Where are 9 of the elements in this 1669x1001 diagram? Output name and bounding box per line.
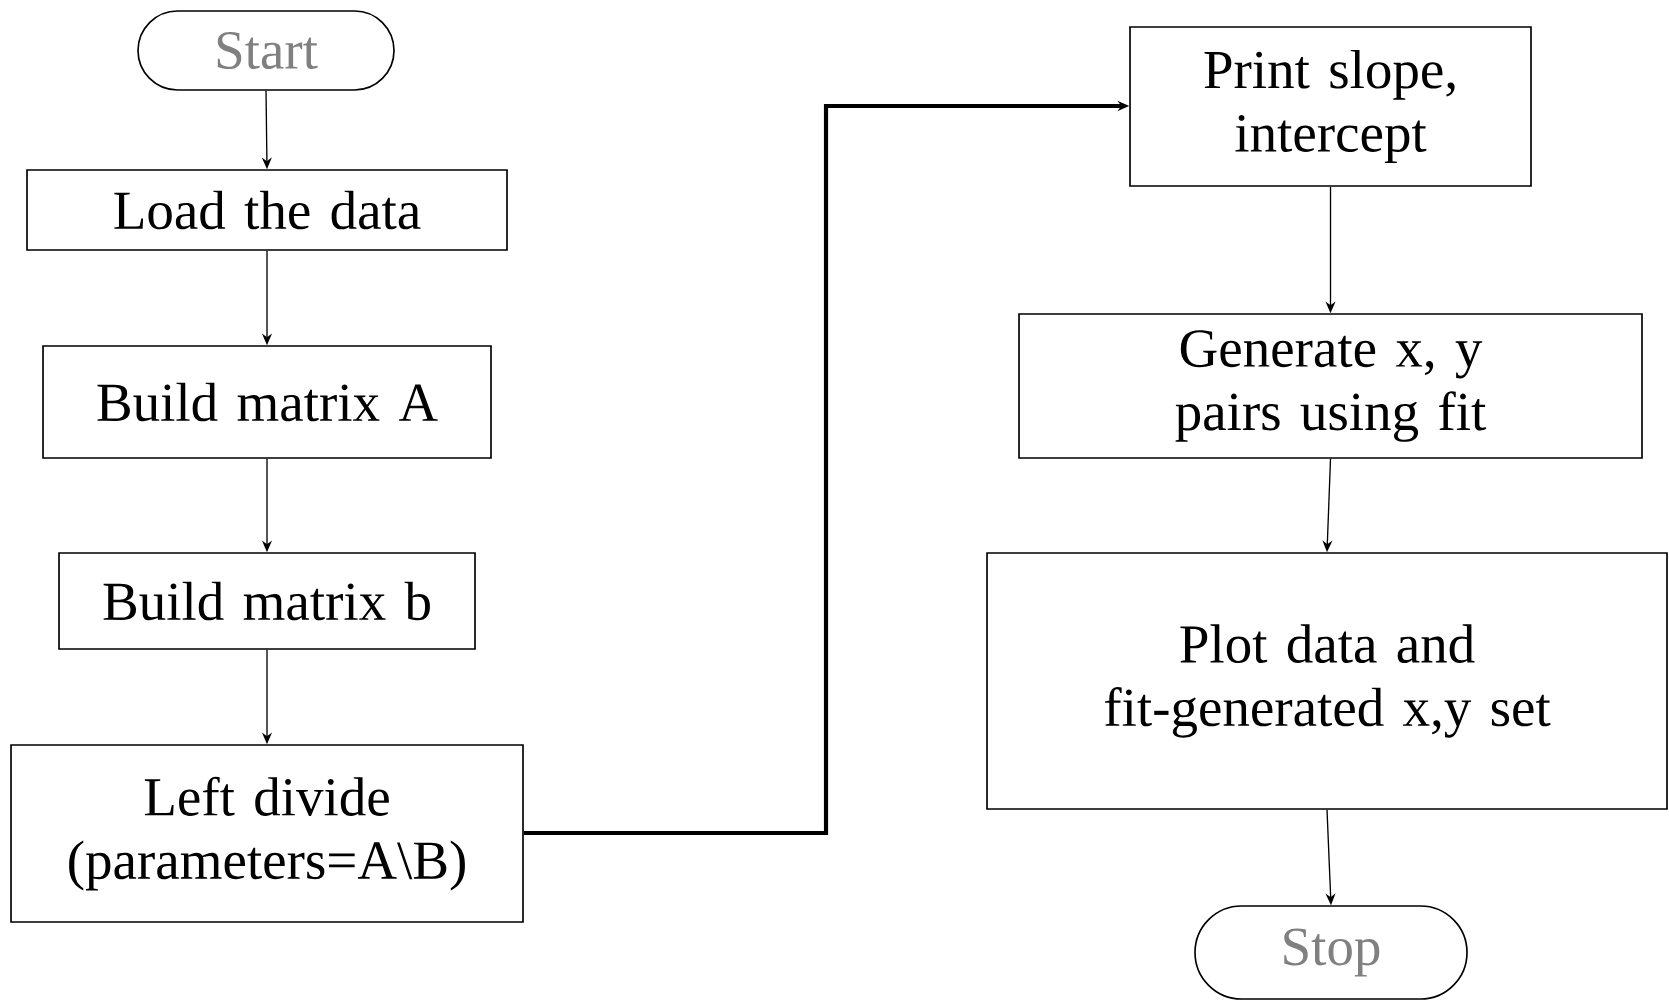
process-box: Print slope, intercept (1129, 26, 1532, 187)
process-box: Build matrix b (58, 552, 476, 650)
process-box: Left divide (parameters=A\B) (10, 744, 524, 923)
terminal-box: Start (137, 10, 395, 91)
terminal-box: Stop (1194, 905, 1468, 1000)
process-box: Plot data and fit-generated x,y set (986, 552, 1668, 810)
process-box: Build matrix A (42, 345, 492, 459)
process-box: Generate x, y pairs using fit (1018, 313, 1643, 459)
process-box: Load the data (26, 169, 508, 251)
